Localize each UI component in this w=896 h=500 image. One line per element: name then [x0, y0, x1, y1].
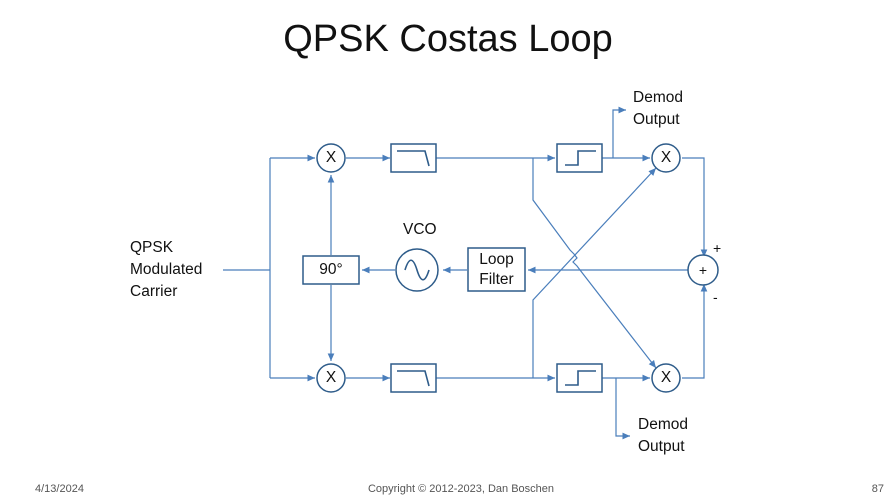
input-label-line1: QPSK: [130, 239, 174, 256]
bottom-slicer: [556, 363, 603, 393]
bottom-right-mixer: [651, 363, 681, 393]
top-demod-output-label: Demod Output: [633, 87, 683, 131]
cross-top-to-bottom-mixer: [532, 158, 657, 369]
slide-title: QPSK Costas Loop: [283, 18, 613, 60]
top-demod-line2: Output: [633, 111, 680, 128]
loop-filter-line1: Loop: [479, 250, 514, 268]
top-mixer-to-summer: [682, 157, 708, 257]
summer: [687, 254, 719, 286]
top-left-mixer: [316, 143, 346, 173]
top-right-mixer: [651, 143, 681, 173]
input-label-line2: Modulated: [130, 261, 203, 278]
top-slicer: [556, 143, 603, 173]
top-lowpass-icon: [397, 150, 430, 167]
phase-shift-label: 90°: [319, 261, 343, 278]
top-demod-line1: Demod: [633, 89, 683, 106]
bottom-demod-line2: Output: [638, 438, 685, 455]
summer-minus-sign: -: [713, 289, 718, 305]
top-lowpass-filter: [390, 143, 437, 173]
bottom-lowpass-icon: [397, 370, 430, 387]
bottom-left-mixer: [316, 363, 346, 393]
top-right-mixer-label: X: [660, 149, 672, 166]
bottom-demod-output-label: Demod Output: [638, 414, 688, 458]
vco-sine-icon: [404, 259, 430, 281]
phase-shift-block: [302, 255, 360, 285]
bottom-slicer-icon: [565, 370, 596, 386]
cross-bottom-to-top-mixer: [532, 167, 657, 378]
bottom-mixer-to-summer: [682, 284, 708, 379]
bottom-demod-line1: Demod: [638, 416, 688, 433]
bottom-lowpass-filter: [390, 363, 437, 393]
summer-label: +: [698, 262, 708, 278]
footer-page-number: 87: [871, 483, 884, 495]
vco-label: VCO: [403, 221, 437, 238]
footer-copyright: Copyright © 2012-2023, Dan Boschen: [367, 483, 555, 495]
input-label-line3: Carrier: [130, 283, 178, 300]
footer-date: 4/13/2024: [35, 483, 84, 495]
loop-filter-block: [467, 247, 526, 292]
input-label: QPSK Modulated Carrier: [130, 237, 202, 303]
loop-filter-line2: Filter: [479, 270, 514, 288]
bottom-demod-output-line: [615, 378, 630, 440]
loop-filter-label: Loop Filter: [468, 248, 525, 291]
bottom-right-mixer-label: X: [660, 369, 672, 386]
top-slicer-icon: [565, 150, 596, 166]
bottom-left-mixer-label: X: [325, 369, 337, 386]
summer-plus-sign: +: [713, 240, 722, 256]
top-demod-output-line: [612, 106, 626, 158]
top-left-mixer-label: X: [325, 149, 337, 166]
